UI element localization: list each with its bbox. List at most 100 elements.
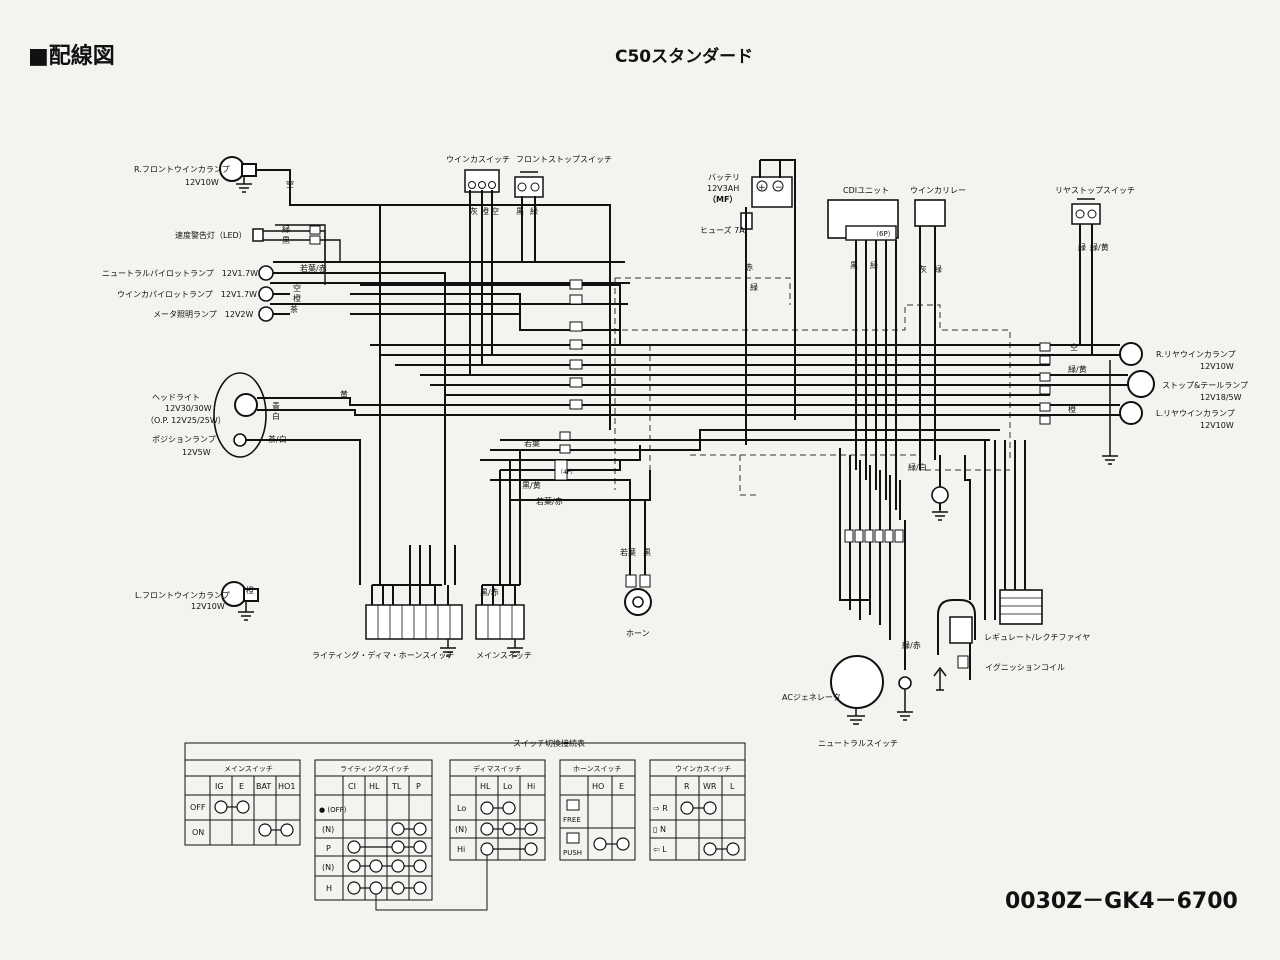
horn-switch-table bbox=[559, 759, 636, 861]
svg-text:青: 青 bbox=[272, 401, 280, 411]
svg-text:黒: 黒 bbox=[850, 261, 858, 270]
lighting-table-header-tl: TL bbox=[391, 782, 402, 791]
svg-text:灰: 灰 bbox=[919, 264, 927, 274]
horn-table-row-free: FREE bbox=[563, 816, 581, 824]
lighting-dimmer-link bbox=[375, 855, 488, 911]
svg-text:緑/黄: 緑/黄 bbox=[1068, 364, 1087, 374]
svg-text:+: + bbox=[758, 183, 766, 193]
front-right-winker-spec: 12V10W bbox=[185, 178, 219, 187]
main-table-connections bbox=[214, 800, 294, 837]
dimmer-switch-table bbox=[449, 759, 546, 861]
dimmer-switch-table-title: ディマスイッチ bbox=[473, 764, 522, 773]
neutral-switch bbox=[897, 676, 913, 721]
winker-table-header-r: R bbox=[684, 782, 690, 791]
svg-text:灰: 灰 bbox=[470, 206, 478, 216]
neutral-switch-label: ニュートラルスイッチ bbox=[818, 739, 898, 748]
lighting-table-row-off: ● (OFF) bbox=[319, 806, 347, 814]
winker-switch-table bbox=[649, 759, 746, 861]
svg-text:緑/白: 緑/白 bbox=[908, 462, 927, 472]
stop-tail-lamp bbox=[1127, 370, 1155, 398]
speed-warning-label: 速度警告灯（LED） bbox=[175, 230, 247, 240]
svg-text:緑: 緑 bbox=[870, 260, 878, 270]
horn-push-icon bbox=[566, 832, 580, 844]
main-switch-table bbox=[184, 759, 301, 846]
horn-table-header-e: E bbox=[619, 782, 624, 791]
lighting-table-row-h: H bbox=[326, 884, 332, 893]
front-left-winker-lamp bbox=[221, 581, 259, 621]
front-stop-switch-label: フロントストップスイッチ bbox=[516, 155, 612, 164]
position-lamp-spec: 12V5W bbox=[182, 448, 211, 457]
cdi-unit bbox=[827, 199, 899, 241]
winker-table-row-n: ▯ N bbox=[653, 825, 666, 834]
main-table-header-e: E bbox=[239, 782, 244, 791]
lighting-switch-table-title: ライティングスイッチ bbox=[340, 764, 409, 773]
main-table-row-on: ON bbox=[192, 828, 204, 837]
lighting-table-header-hl: HL bbox=[369, 782, 380, 791]
main-table-header-ho1: HO1 bbox=[278, 782, 295, 791]
dimmer-table-row-n: (N) bbox=[455, 825, 467, 834]
stop-tail-spec: 12V18/5W bbox=[1200, 393, 1242, 402]
meter-light-lamp bbox=[258, 306, 274, 322]
ground-symbol bbox=[931, 486, 949, 521]
svg-text:空: 空 bbox=[491, 206, 499, 216]
svg-text:緑: 緑 bbox=[1078, 242, 1086, 252]
switch-table-bracket bbox=[184, 742, 746, 760]
winker-pilot-lamp bbox=[258, 286, 274, 302]
lighting-table-row-n1: (N) bbox=[322, 825, 334, 834]
svg-text:茶: 茶 bbox=[290, 304, 298, 314]
ignition-coil-label: イグニッションコイル bbox=[985, 662, 1065, 672]
wire-bundle bbox=[246, 159, 1128, 680]
rear-left-winker-spec: 12V10W bbox=[1200, 421, 1234, 430]
lighting-table-header-ci: CI bbox=[348, 782, 356, 791]
winker-table-row-r: ⇨ R bbox=[653, 804, 668, 813]
svg-text:黒: 黒 bbox=[516, 207, 524, 216]
svg-text:緑: 緑 bbox=[750, 282, 758, 292]
svg-text:若葉/赤: 若葉/赤 bbox=[536, 496, 563, 506]
cdi-unit-label: CDIユニット bbox=[843, 186, 889, 195]
horn bbox=[624, 574, 652, 616]
svg-text:空: 空 bbox=[1070, 342, 1078, 352]
lighting-table-row-p: P bbox=[326, 844, 331, 853]
winker-switch bbox=[464, 169, 500, 193]
svg-text:若葉: 若葉 bbox=[524, 438, 540, 448]
fuse-label: ヒューズ 7A bbox=[700, 225, 745, 235]
neutral-pilot-lamp bbox=[258, 265, 274, 281]
svg-text:黒/黄: 黒/黄 bbox=[522, 480, 541, 490]
rear-left-winker-lamp bbox=[1119, 401, 1143, 425]
svg-text:空: 空 bbox=[286, 179, 294, 189]
cdi-connector-label: （6P） bbox=[872, 230, 895, 238]
horn-switch-table-title: ホーンスイッチ bbox=[573, 765, 622, 773]
model-name: C50スタンダード bbox=[615, 46, 753, 67]
rear-left-winker-label: L.リヤウインカランプ bbox=[1156, 409, 1235, 418]
horn-label: ホーン bbox=[626, 629, 650, 638]
rear-right-winker-label: R.リヤウインカランプ bbox=[1156, 350, 1236, 359]
main-switch-table-title: メインスイッチ bbox=[224, 765, 273, 773]
svg-text:緑: 緑 bbox=[530, 206, 538, 216]
ignition-coil bbox=[933, 599, 976, 691]
harness-outline bbox=[612, 277, 1011, 496]
rear-ground bbox=[1102, 360, 1118, 465]
winker-pilot-label: ウインカパイロットランプ 12V1.7W bbox=[117, 290, 257, 299]
dimmer-table-row-lo: Lo bbox=[457, 804, 466, 813]
dimmer-table-row-hi: Hi bbox=[457, 845, 465, 854]
lighting-table-header-p: P bbox=[416, 782, 421, 791]
horn-table-row-push: PUSH bbox=[563, 849, 582, 857]
horn-free-icon bbox=[566, 799, 580, 811]
svg-text:黄: 黄 bbox=[340, 389, 348, 399]
connector-4p-label: （4P） bbox=[557, 469, 576, 476]
winker-switch-table-title: ウインカスイッチ bbox=[675, 765, 731, 773]
svg-text:−: − bbox=[775, 183, 783, 193]
page-title: ■配線図 bbox=[28, 43, 115, 69]
main-table-header-ig: IG bbox=[215, 782, 224, 791]
winker-table-header-l: L bbox=[730, 782, 735, 791]
neutral-pilot-label: ニュートラルパイロットランプ 12V1.7W bbox=[102, 269, 258, 278]
front-right-winker-lamp bbox=[219, 156, 257, 193]
svg-text:黒/赤: 黒/赤 bbox=[480, 588, 499, 597]
rear-stop-switch-label: リヤストップスイッチ bbox=[1055, 186, 1135, 195]
svg-text:赤: 赤 bbox=[745, 263, 753, 272]
connector-row bbox=[309, 225, 1051, 543]
headlight-assembly bbox=[213, 372, 267, 458]
winker-table-row-l: ⇦ L bbox=[653, 845, 667, 854]
horn-table-header-ho: HO bbox=[592, 782, 604, 791]
